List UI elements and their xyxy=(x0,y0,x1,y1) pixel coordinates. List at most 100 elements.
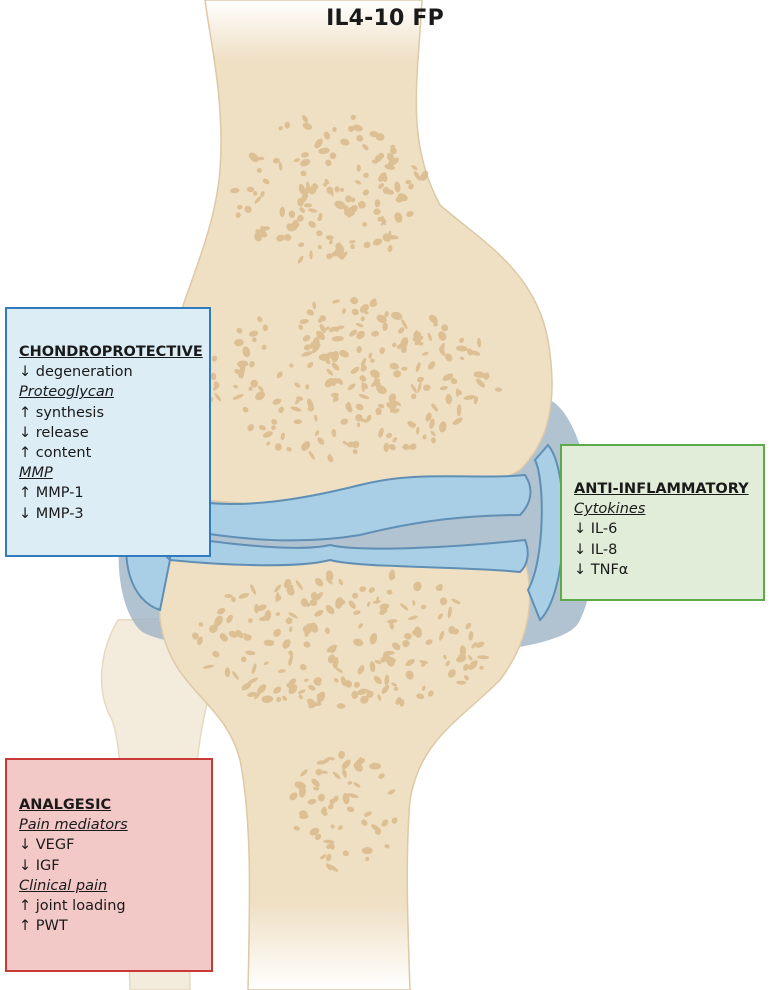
bone-pore xyxy=(423,384,431,392)
bone-pore xyxy=(263,661,269,666)
bone-pore xyxy=(248,618,253,623)
bone-pore xyxy=(405,670,414,680)
bone-pore xyxy=(355,758,366,765)
bone-pore xyxy=(369,131,379,138)
bone-pore xyxy=(470,350,481,356)
bone-pore xyxy=(374,154,383,162)
bone-pore xyxy=(304,187,311,194)
bone-pore xyxy=(290,406,302,412)
bone-pore xyxy=(339,350,349,358)
bone-pore xyxy=(371,330,380,337)
bone-pore xyxy=(286,223,295,232)
bone-pore xyxy=(210,372,217,381)
bone-pore xyxy=(385,656,395,667)
bone-pore xyxy=(391,682,397,687)
bone-pore xyxy=(349,240,356,244)
bone-pore xyxy=(483,372,490,380)
bone-pore xyxy=(311,343,321,354)
bone-pore xyxy=(417,381,422,393)
bone-pore xyxy=(335,667,343,673)
effect-line: ↑ synthesis xyxy=(19,404,105,421)
bone-pore xyxy=(320,854,327,860)
bone-pore xyxy=(234,368,240,374)
bone-pore xyxy=(356,164,361,172)
bone-pore xyxy=(333,677,339,683)
bone-pore xyxy=(248,152,259,163)
bone-pore xyxy=(317,216,322,222)
bone-pore xyxy=(384,844,390,849)
bone-pore xyxy=(301,810,309,819)
bone-pore xyxy=(347,383,356,391)
bone-pore xyxy=(273,686,282,694)
bone-pore xyxy=(327,803,334,810)
bone-pore xyxy=(362,189,369,196)
bone-pore xyxy=(391,817,398,824)
bone-pore xyxy=(347,793,359,799)
bone-pore xyxy=(322,182,328,187)
bone-pore xyxy=(293,158,301,163)
bone-pore xyxy=(257,604,267,611)
analgesic-heading: ANALGESIC xyxy=(19,797,112,813)
bone-pore xyxy=(368,587,375,593)
bone-pore xyxy=(363,172,369,179)
bone-pore xyxy=(294,781,306,790)
bone-pore xyxy=(315,768,323,776)
bone-pore xyxy=(325,235,334,240)
effect-line: ↓ release xyxy=(19,424,89,441)
bone-pore xyxy=(197,636,203,646)
bone-pore xyxy=(451,598,461,605)
bone-pore xyxy=(228,630,238,638)
effect-line: ↓ IL-6 xyxy=(574,521,618,538)
bone-pore xyxy=(304,203,313,208)
bone-pore xyxy=(237,204,243,210)
bone-pore xyxy=(241,682,252,691)
bone-pore xyxy=(307,398,314,410)
bone-pore xyxy=(340,676,347,687)
bone-pore xyxy=(324,326,330,331)
bone-pore xyxy=(327,654,336,664)
bone-pore xyxy=(444,353,453,362)
bone-pore xyxy=(353,610,361,615)
bone-pore xyxy=(320,770,328,774)
bone-pore xyxy=(456,404,462,417)
bone-pore xyxy=(356,422,361,428)
bone-pore xyxy=(447,669,456,678)
bone-pore xyxy=(322,756,331,765)
bone-pore xyxy=(238,368,245,379)
bone-pore xyxy=(395,696,402,705)
bone-pore xyxy=(253,190,258,196)
bone-pore xyxy=(289,654,294,660)
bone-pore xyxy=(332,771,341,780)
bone-pore xyxy=(363,811,372,817)
tibial-cartilage xyxy=(169,533,529,574)
bone-pore xyxy=(366,414,372,422)
bone-pore xyxy=(294,382,301,388)
bone-pore xyxy=(303,641,311,648)
chondroprotective-box: CHONDROPROTECTIVE ↓ degeneration Proteog… xyxy=(5,307,211,557)
effect-line: ↑ MMP-1 xyxy=(19,485,84,502)
bone-pore xyxy=(316,230,323,237)
bone-pore xyxy=(331,350,339,363)
bone-pore xyxy=(246,186,255,193)
bone-pore xyxy=(350,114,356,120)
bone-pore xyxy=(468,660,478,670)
bone-pore xyxy=(407,615,419,621)
bone-pore xyxy=(309,827,320,836)
bone-pore xyxy=(378,403,385,409)
bone-pore xyxy=(230,187,240,194)
bone-pore xyxy=(326,253,333,260)
bone-pore xyxy=(332,393,339,403)
bone-pore xyxy=(275,612,281,616)
bone-pore xyxy=(247,677,259,684)
bone-pore xyxy=(352,440,360,449)
bone-pore xyxy=(359,304,370,313)
bone-pore xyxy=(217,608,226,615)
effect-line: ↓ TNFα xyxy=(574,561,629,578)
bone-pore xyxy=(317,318,323,323)
bone-pore xyxy=(271,418,278,425)
bone-pore xyxy=(479,665,484,670)
bone-pore xyxy=(303,344,312,351)
bone-pore xyxy=(249,330,259,337)
bone-pore xyxy=(289,792,298,801)
bone-pore xyxy=(278,161,283,171)
